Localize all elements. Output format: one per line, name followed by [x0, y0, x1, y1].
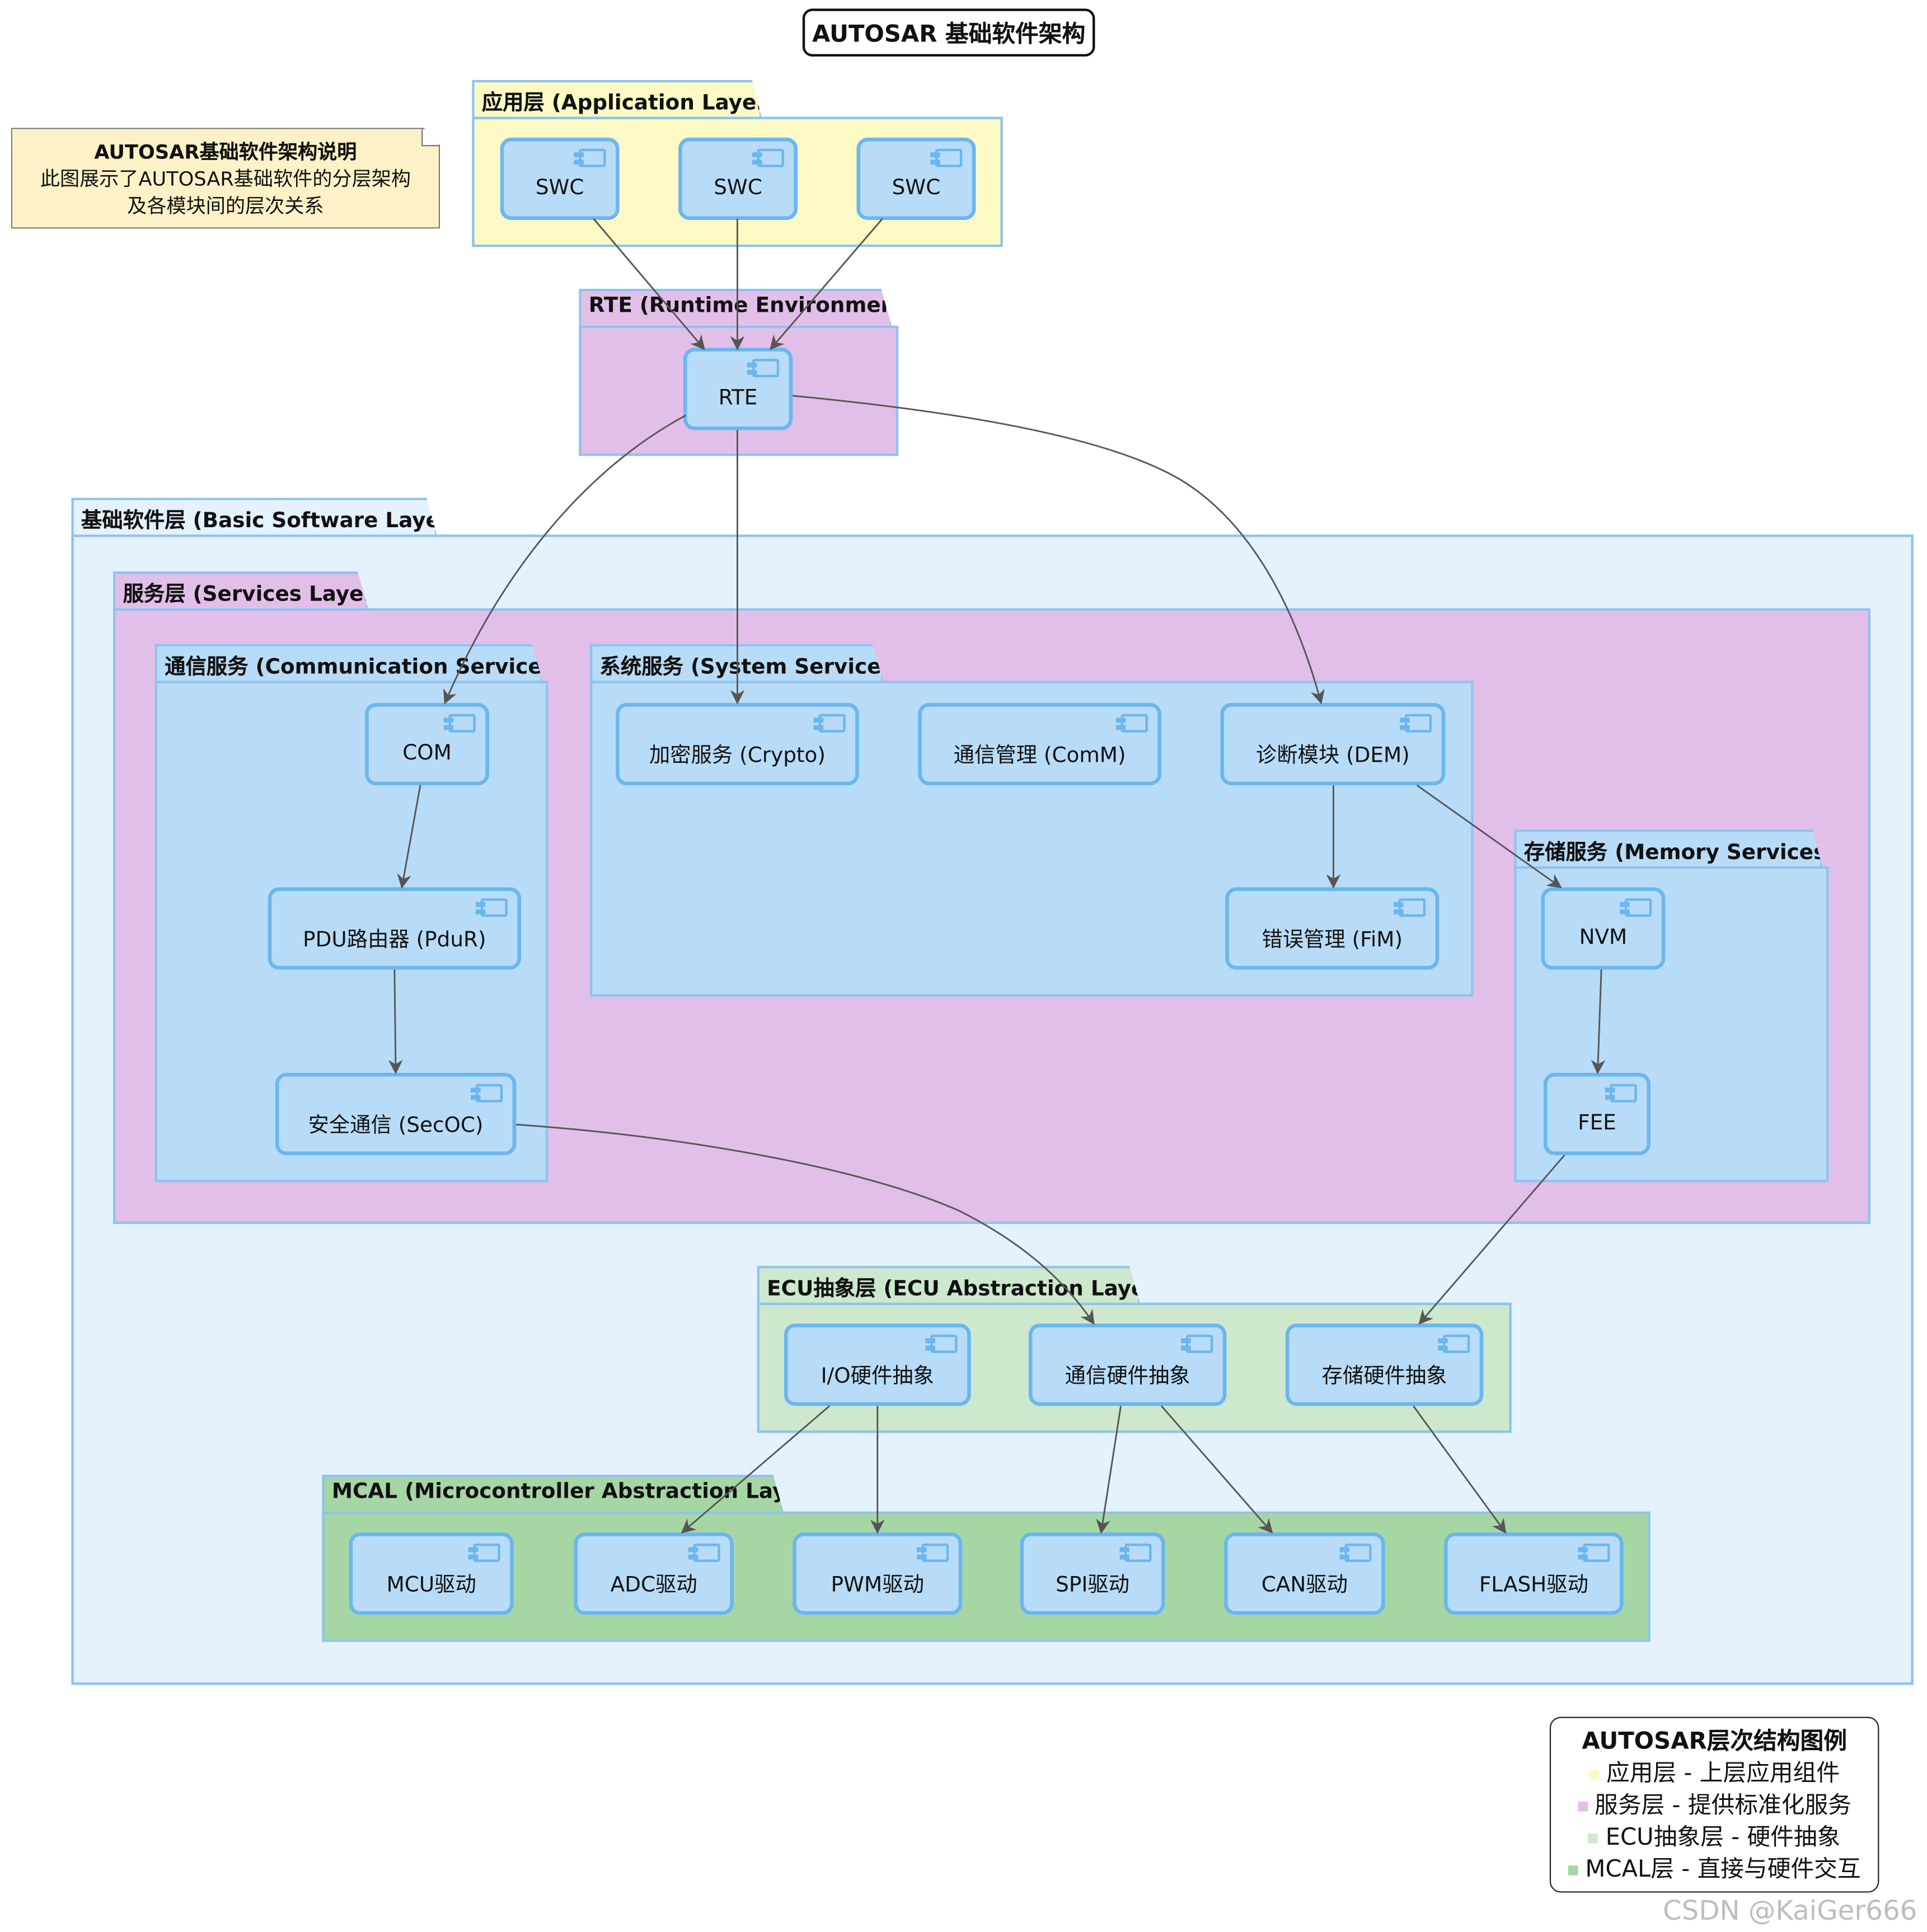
arrow-memabs-flash [1413, 1405, 1507, 1534]
diagram-title: AUTOSAR 基础软件架构 [802, 8, 1095, 57]
legend: AUTOSAR层次结构图例 应用层 - 上层应用组件 服务层 - 提供标准化服务… [1549, 1717, 1879, 1893]
component-icon [443, 714, 476, 733]
legend-swatch [1568, 1865, 1578, 1875]
services-layer-tab: 服务层 (Services Layer) [113, 571, 369, 611]
fim-component[interactable]: 错误管理 (FiM) [1225, 887, 1440, 970]
component-icon [468, 1543, 500, 1562]
legend-swatch [1589, 1769, 1599, 1779]
rte-layer-tab: RTE (Runtime Environment) [579, 289, 893, 329]
component-icon [930, 148, 963, 167]
component-icon [574, 148, 606, 167]
component-icon [1438, 1334, 1470, 1353]
component-icon [747, 359, 780, 378]
mcu-driver-component[interactable]: MCU驱动 [349, 1532, 514, 1615]
component-icon [688, 1543, 720, 1562]
arrow-commabs-spi [1096, 1405, 1122, 1534]
crypto-component[interactable]: 加密服务 (Crypto) [616, 702, 859, 786]
component-icon [1400, 714, 1432, 733]
arrow-nvm-fee [1591, 969, 1606, 1075]
legend-item-mcal: MCAL层 - 直接与硬件交互 [1551, 1853, 1878, 1885]
dem-component[interactable]: 诊断模块 (DEM) [1220, 702, 1446, 786]
memory-services-tab: 存储服务 (Memory Services) [1514, 829, 1823, 869]
component-icon [475, 898, 508, 917]
swc-component-2[interactable]: SWC [678, 137, 798, 221]
component-icon [925, 1334, 958, 1353]
arrow-fee-memabs [1418, 1155, 1565, 1325]
swc-component-1[interactable]: SWC [500, 137, 620, 221]
component-icon [1181, 1334, 1213, 1353]
component-icon [1394, 898, 1426, 917]
comm-hw-abstraction-component[interactable]: 通信硬件抽象 [1028, 1323, 1227, 1406]
legend-swatch [1577, 1800, 1587, 1811]
legend-title: AUTOSAR层次结构图例 [1582, 1728, 1847, 1755]
arrow-ioabs-adc [681, 1405, 831, 1534]
arrow-swc1-rte [593, 218, 705, 350]
component-icon [917, 1543, 949, 1562]
nvm-component[interactable]: NVM [1541, 887, 1666, 970]
arrow-com-pdur [397, 785, 421, 889]
component-icon [1578, 1543, 1610, 1562]
io-hw-abstraction-component[interactable]: I/O硬件抽象 [784, 1323, 971, 1406]
description-note: AUTOSAR基础软件架构说明 此图展示了AUTOSAR基础软件的分层架构 及各… [11, 128, 440, 229]
ecu-layer-tab: ECU抽象层 (ECU Abstraction Layer) [757, 1265, 1141, 1305]
fee-component[interactable]: FEE [1543, 1072, 1651, 1156]
comm-services-tab: 通信服务 (Communication Services) [154, 644, 543, 683]
arrow-secoc-commabs [516, 1123, 1095, 1325]
mcal-layer-package [322, 1511, 1651, 1642]
arrow-rte-dem [793, 395, 1325, 705]
swc-component-3[interactable]: SWC [856, 137, 976, 221]
mcal-layer-tab: MCAL (Microcontroller Abstraction Layer) [322, 1474, 784, 1514]
adc-driver-component[interactable]: ADC驱动 [574, 1532, 734, 1615]
comm-manager-component[interactable]: 通信管理 (ComM) [918, 702, 1162, 786]
legend-item-ecu: ECU抽象层 - 硬件抽象 [1551, 1821, 1878, 1853]
note-line-1: 此图展示了AUTOSAR基础软件的分层架构 [40, 167, 411, 191]
legend-item-app: 应用层 - 上层应用组件 [1551, 1757, 1878, 1789]
secoc-component[interactable]: 安全通信 (SecOC) [275, 1072, 517, 1156]
component-icon [752, 148, 784, 167]
arrow-dem-nvm [1416, 784, 1562, 888]
component-icon [1119, 1543, 1152, 1562]
component-icon [813, 714, 846, 733]
arrow-commabs-can [1160, 1405, 1273, 1534]
component-icon [1339, 1543, 1372, 1562]
can-driver-component[interactable]: CAN驱动 [1224, 1532, 1385, 1615]
legend-item-services: 服务层 - 提供标准化服务 [1551, 1789, 1878, 1821]
component-icon [470, 1084, 503, 1103]
arrow-pdur-secoc [388, 969, 403, 1075]
component-icon [1605, 1084, 1637, 1103]
arrow-rte-com [443, 414, 686, 705]
note-line-2: 及各模块间的层次关系 [127, 194, 324, 218]
note-title: AUTOSAR基础软件架构说明 [94, 140, 357, 164]
pwm-driver-component[interactable]: PWM驱动 [793, 1532, 963, 1615]
pdur-component[interactable]: PDU路由器 (PduR) [268, 887, 522, 970]
component-icon [1115, 714, 1148, 733]
arrow-swc3-rte [770, 218, 883, 350]
component-icon [1620, 898, 1652, 917]
flash-driver-component[interactable]: FLASH驱动 [1444, 1532, 1624, 1615]
app-layer-tab: 应用层 (Application Layer) [472, 79, 762, 119]
watermark: CSDN @KaiGer666 [1662, 1896, 1917, 1928]
com-component[interactable]: COM [365, 702, 489, 786]
spi-driver-component[interactable]: SPI驱动 [1020, 1532, 1165, 1615]
legend-swatch [1588, 1833, 1598, 1843]
mem-hw-abstraction-component[interactable]: 存储硬件抽象 [1285, 1323, 1484, 1406]
